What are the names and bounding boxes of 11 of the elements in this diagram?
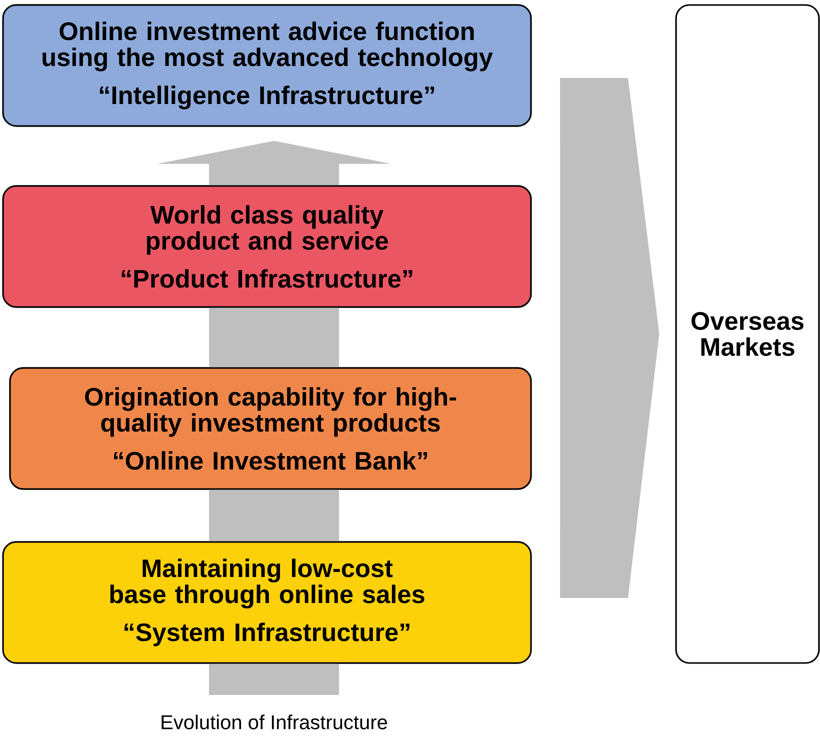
- arrow: [209, 308, 339, 368]
- chevron-arrow: [560, 78, 660, 598]
- text-box: Online investment advice function using the most advanced technology “Intelligence Infrastructure”: [2, 4, 532, 127]
- text-box: Origination capability for high-quality investment products “Online Investment Bank”: [9, 367, 532, 490]
- text-box: Overseas Markets: [675, 4, 820, 664]
- text-box: World class quality product and service “Product Infrastructure”: [2, 185, 532, 308]
- arrow: [209, 664, 339, 695]
- text-box: Maintaining low-cost base through online sales “System Infrastructure”: [2, 541, 532, 664]
- arrow: [209, 490, 339, 542]
- arrow: [157, 140, 391, 186]
- caption: Evolution of Infrastructure: [162, 714, 388, 730]
